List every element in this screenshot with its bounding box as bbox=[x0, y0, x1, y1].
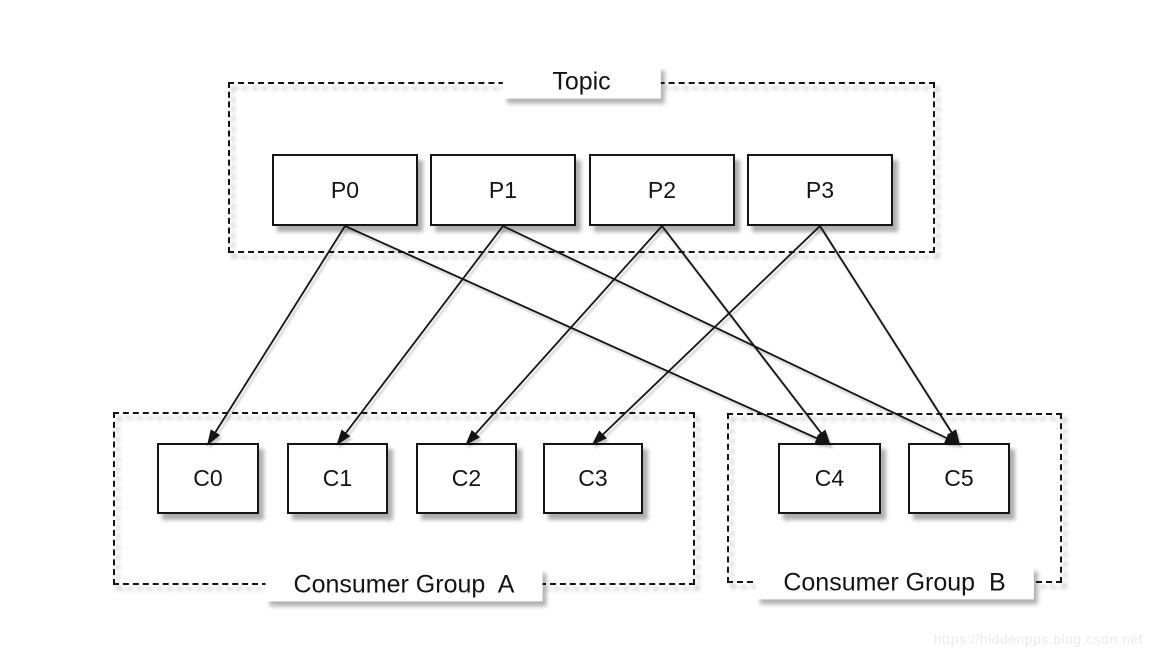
partition-box-P3: P3 bbox=[747, 154, 893, 226]
consumer-group-b-label: Consumer Group B bbox=[755, 566, 1034, 600]
consumer-box-C2: C2 bbox=[416, 443, 517, 514]
consumer-label: C0 bbox=[193, 465, 223, 491]
consumer-label: C1 bbox=[322, 465, 353, 491]
edge-P2-C4 bbox=[661, 225, 831, 446]
consumer-group-a-label: Consumer Group A bbox=[265, 568, 543, 602]
partition-box-P2: P2 bbox=[589, 154, 735, 226]
partition-box-P0: P0 bbox=[272, 154, 418, 226]
edge-P3-C5 bbox=[819, 225, 961, 446]
partition-label: P0 bbox=[330, 176, 360, 203]
consumer-label: C4 bbox=[814, 465, 845, 491]
edge-P0-C4 bbox=[344, 225, 832, 445]
edge-P1-C1 bbox=[336, 225, 504, 446]
topic-label: Topic bbox=[502, 65, 661, 99]
consumer-label: C3 bbox=[578, 465, 608, 491]
partition-label: P3 bbox=[805, 176, 835, 203]
consumer-box-C3: C3 bbox=[543, 443, 643, 514]
partition-box-P1: P1 bbox=[430, 154, 576, 226]
edge-P0-C0 bbox=[206, 225, 346, 446]
watermark-url: https://hiddenpps.blog.csdn.net bbox=[933, 631, 1143, 647]
group-box-A: Consumer Group A bbox=[113, 412, 695, 602]
topic-box: Topic bbox=[228, 65, 935, 253]
partition-label: P2 bbox=[647, 176, 677, 203]
edge-P1-C5 bbox=[502, 225, 961, 445]
group-box-B: Consumer Group B bbox=[727, 413, 1062, 600]
edge-P2-C2 bbox=[465, 225, 663, 446]
consumer-label: C2 bbox=[451, 465, 482, 491]
consumer-box-C5: C5 bbox=[908, 443, 1010, 514]
partition-label: P1 bbox=[488, 176, 518, 203]
edge-P3-C3 bbox=[591, 225, 821, 446]
consumer-box-C4: C4 bbox=[778, 443, 881, 514]
consumer-label: C5 bbox=[944, 465, 974, 491]
